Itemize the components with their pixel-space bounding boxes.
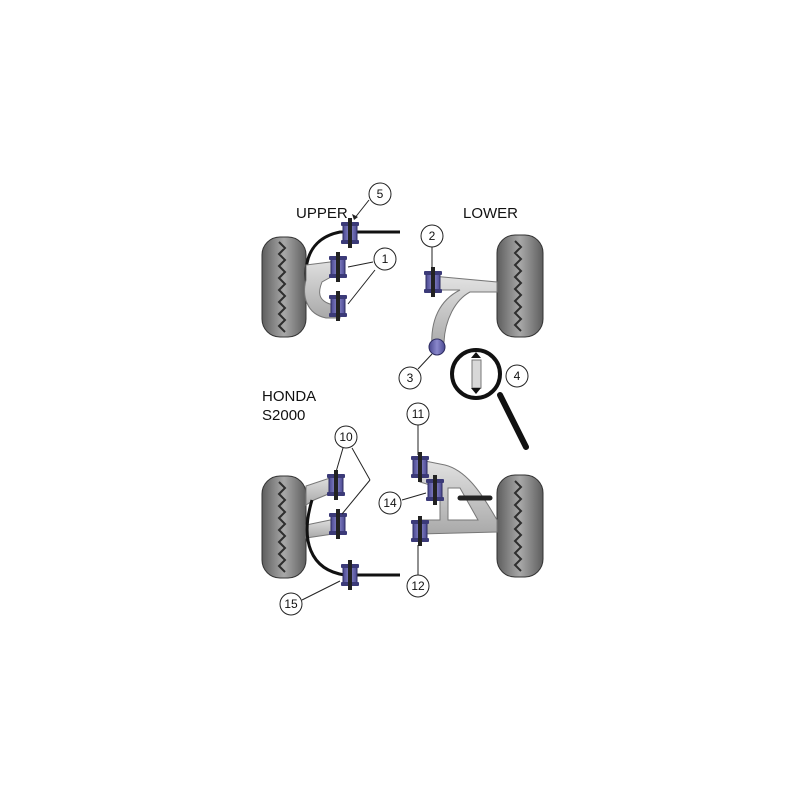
callout-11 — [406, 402, 430, 426]
label-model: S2000 — [262, 407, 305, 424]
rear-right-group — [410, 451, 544, 578]
svg-text:10: 10 — [339, 430, 353, 444]
svg-text:3: 3 — [407, 371, 414, 385]
svg-text:1: 1 — [382, 252, 389, 266]
callout-12 — [406, 574, 430, 598]
svg-text:4: 4 — [514, 369, 521, 383]
bush-rear-10b — [328, 508, 348, 540]
svg-text:12: 12 — [411, 579, 425, 593]
bush-upper-1a — [328, 251, 348, 283]
svg-text:5: 5 — [377, 187, 384, 201]
label-lower: LOWER — [463, 205, 518, 222]
bush-lower-3 — [428, 338, 446, 356]
anti-roll-bar-rear — [305, 499, 400, 577]
callout-3 — [398, 366, 422, 390]
callout-4 — [505, 364, 529, 388]
label-make: HONDA — [262, 388, 316, 405]
callout-15 — [279, 592, 303, 616]
bush-rear-11 — [410, 451, 430, 483]
bush-rear-10a — [326, 469, 346, 501]
bush-rear-15 — [340, 559, 360, 591]
callout-14 — [378, 491, 402, 515]
callout-1 — [373, 247, 397, 271]
magnifier-detail-4 — [450, 348, 529, 450]
svg-text:14: 14 — [383, 496, 397, 510]
upper-front-group: UPPER — [261, 205, 400, 338]
lower-wishbone — [431, 275, 498, 349]
bush-upper-5 — [340, 217, 360, 249]
tyre-rear-right — [496, 474, 544, 578]
bush-upper-1b — [328, 290, 348, 322]
svg-text:15: 15 — [284, 597, 298, 611]
callout-10 — [334, 425, 358, 449]
tyre-upper-left — [261, 236, 307, 338]
bush-lower-2 — [423, 266, 443, 298]
callout-2 — [420, 224, 444, 248]
rear-left-group — [261, 469, 400, 591]
svg-text:11: 11 — [412, 407, 425, 421]
callout-5 — [368, 182, 392, 206]
bush-rear-12 — [410, 515, 430, 547]
tyre-lower-right — [496, 234, 544, 338]
lower-front-group: LOWER — [423, 205, 544, 450]
tyre-rear-left — [261, 475, 307, 579]
svg-text:2: 2 — [429, 229, 436, 243]
label-upper: UPPER — [296, 205, 348, 222]
bush-rear-14 — [425, 474, 445, 506]
